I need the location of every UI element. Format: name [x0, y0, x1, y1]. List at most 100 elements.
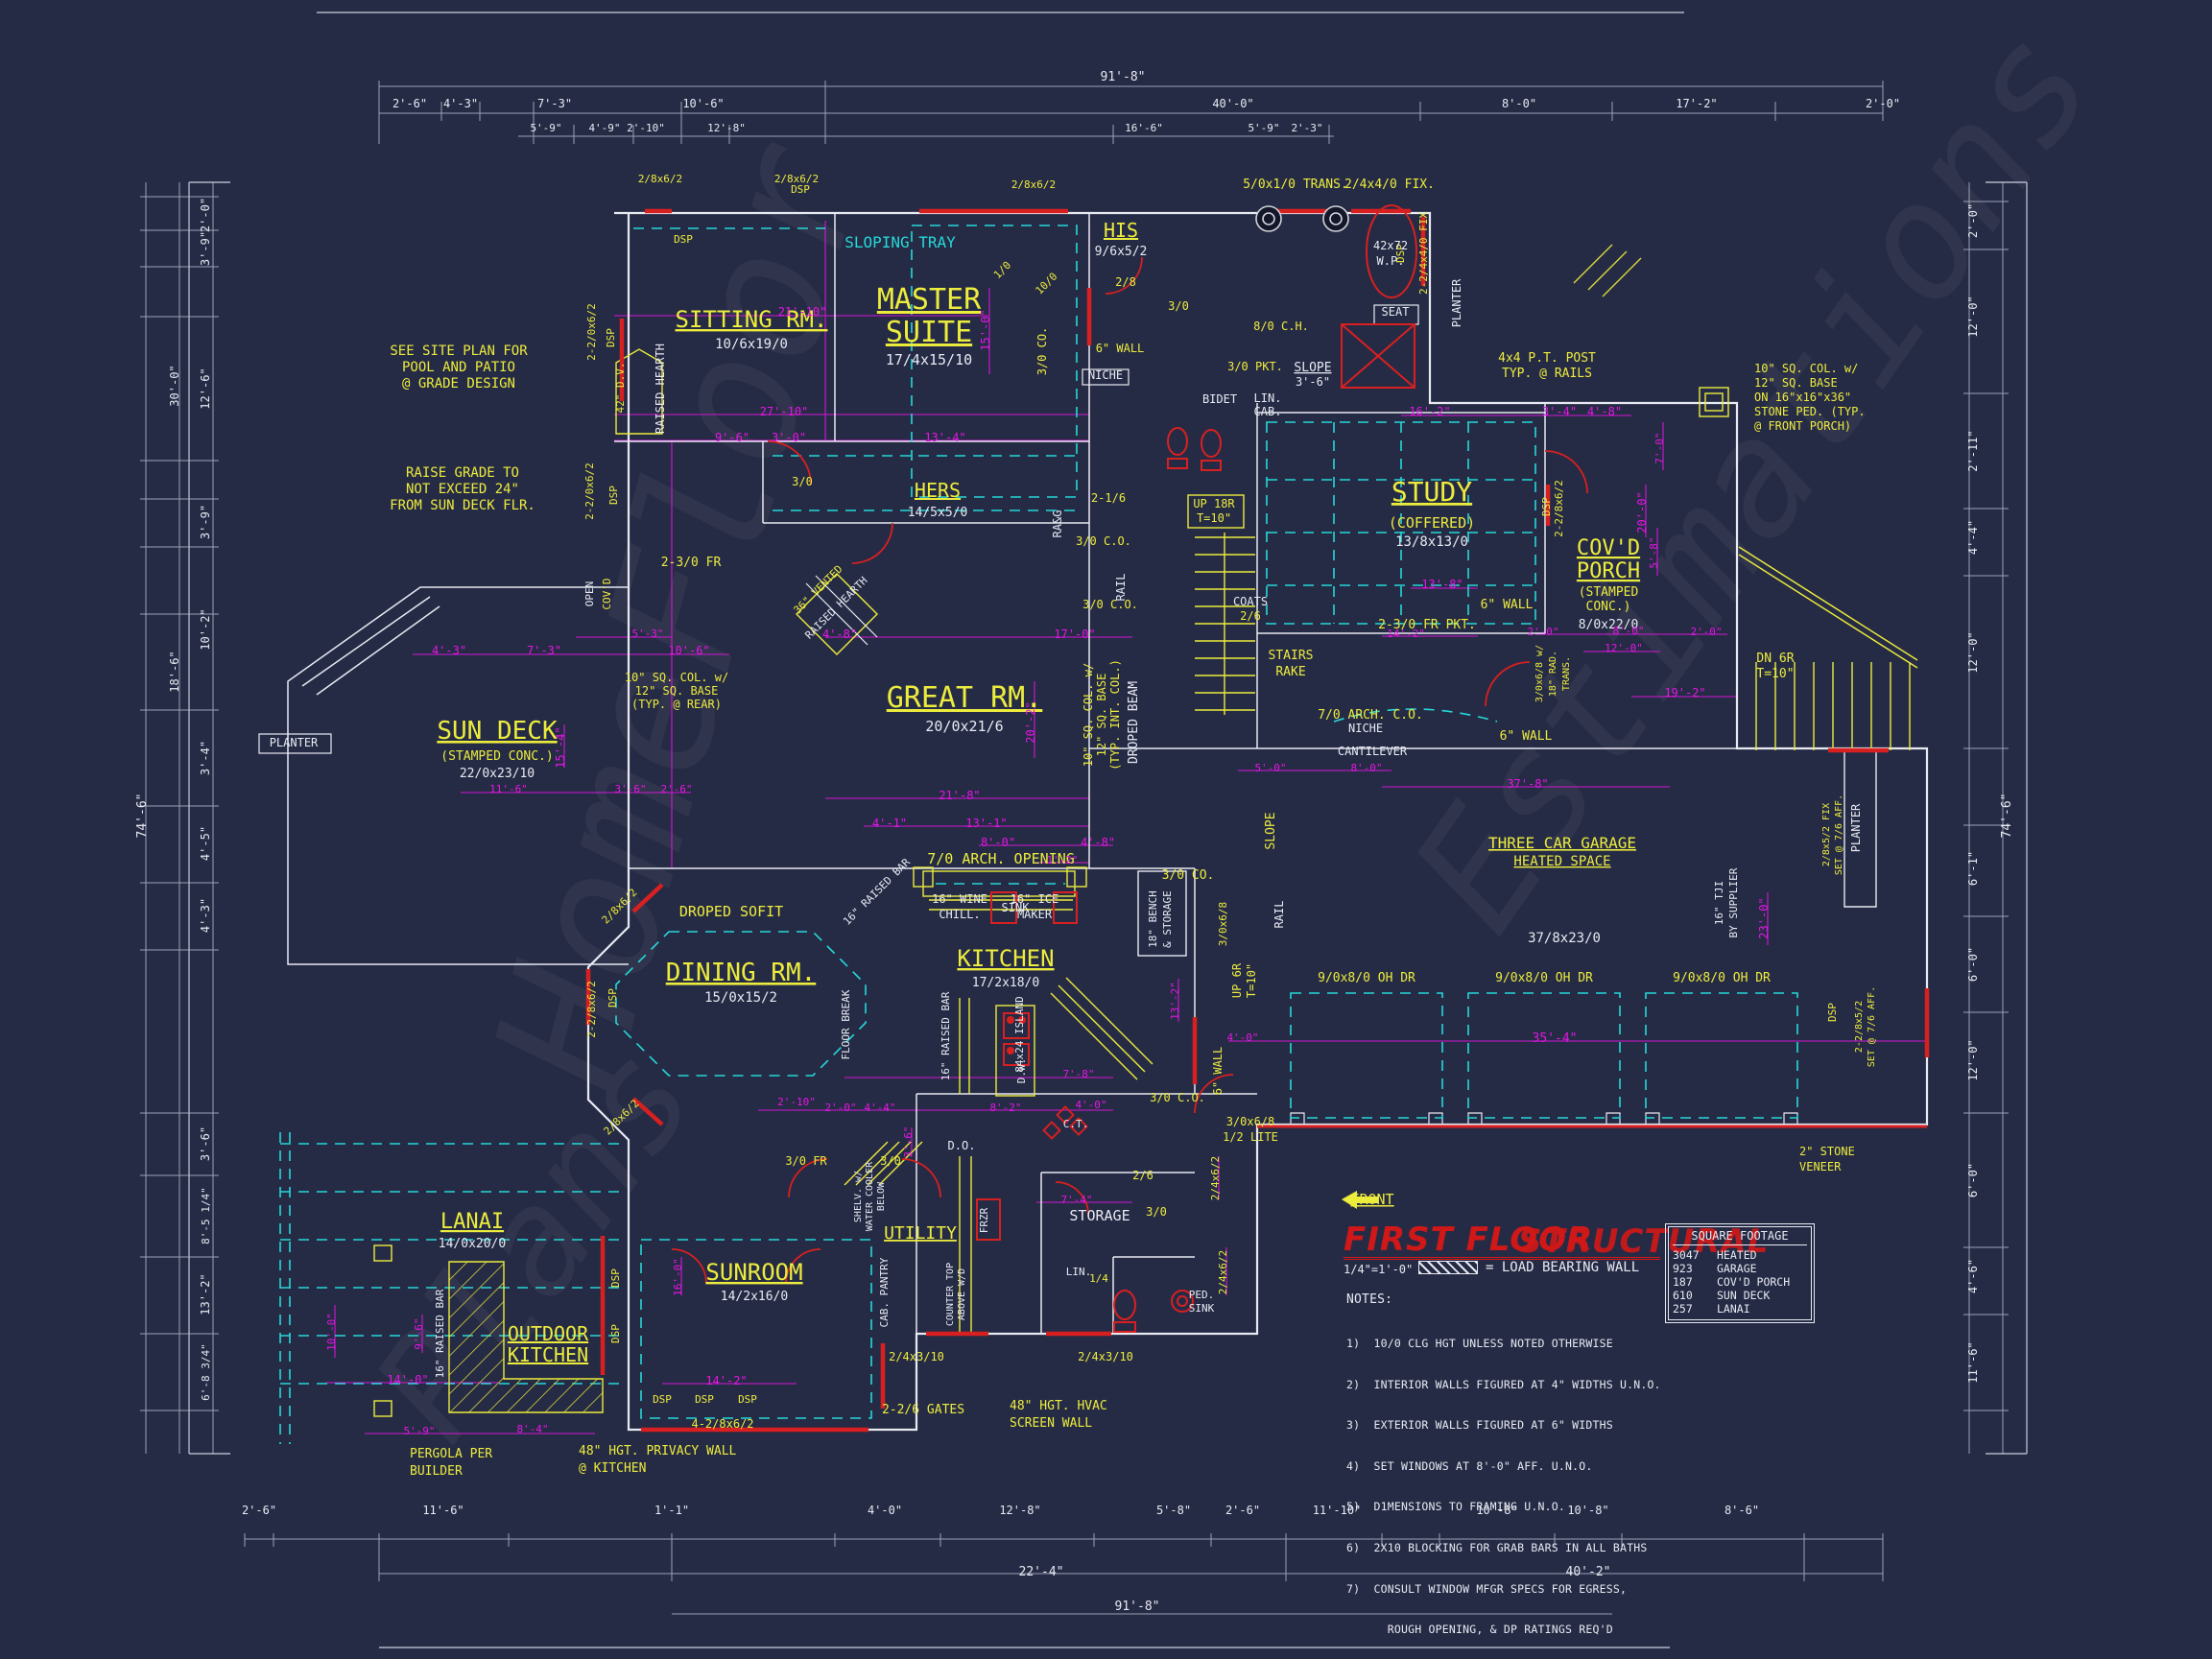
- plan-label: 2-2/8x6/2: [1553, 480, 1565, 537]
- plan-label: SEAT: [1382, 305, 1410, 319]
- plan-label: 2-2/4x4/0 FIX: [1417, 212, 1430, 295]
- plan-label: 13'-2": [199, 1273, 212, 1315]
- plan-label: 10'-2": [199, 608, 212, 650]
- plan-label: 7'-4": [1060, 1194, 1092, 1206]
- plan-label: COATS: [1233, 595, 1268, 608]
- plan-label: 2'-10": [777, 1096, 816, 1108]
- note-line: 3) EXTERIOR WALLS FIGURED AT 6" WIDTHS: [1346, 1418, 1613, 1433]
- plan-label: 6'-8 3/4": [200, 1343, 212, 1401]
- plan-label: 11'-10": [1313, 1504, 1362, 1517]
- white-fixtures: [805, 205, 1349, 646]
- plan-label: 48" HGT. HVAC: [1010, 1399, 1107, 1413]
- plan-label: 9'-6": [715, 431, 749, 444]
- plan-label: 16'-2": [1409, 405, 1450, 418]
- sqft-row: 923 GARAGE: [1673, 1262, 1807, 1275]
- plan-label: @ FRONT PORCH): [1754, 419, 1851, 433]
- sqft-value: 3047: [1673, 1248, 1700, 1262]
- sqft-value: 923: [1673, 1262, 1693, 1275]
- title-underline: [1344, 1257, 1660, 1260]
- plan-label: 91'-8": [1101, 70, 1146, 84]
- plan-label: BUILDER: [410, 1464, 463, 1479]
- plan-label: RAKE: [1275, 665, 1305, 679]
- dimension-rails: [140, 81, 2009, 1615]
- plan-label: 20'-2": [1024, 701, 1037, 743]
- plan-label: 2/6: [1132, 1169, 1154, 1182]
- plan-label: 91'-8": [1115, 1600, 1160, 1614]
- plan-label: 3/0x6/8: [1217, 902, 1229, 946]
- plan-label: 8'-0": [1502, 97, 1536, 110]
- plan-label: 10'-6": [668, 644, 709, 657]
- plan-label: (TYP. INT. COL.): [1108, 659, 1122, 770]
- plan-label: 12'-8": [999, 1504, 1040, 1517]
- plan-label: 8/0x22/0: [1579, 618, 1639, 632]
- title-block: FIRST FLOOR STRUCTURAL 1/4"=1'-0": [1344, 1221, 1768, 1276]
- plan-label: SINK: [1189, 1302, 1215, 1315]
- plan-label: 48" HGT. PRIVACY WALL: [579, 1444, 737, 1458]
- plan-label: MASTER: [877, 283, 982, 317]
- plan-label: 2" STONE: [1799, 1145, 1855, 1158]
- plan-label: 3/0: [1168, 299, 1189, 313]
- plan-label: 3'-4": [199, 741, 212, 775]
- load-bearing-legend: = LOAD BEARING WALL: [1418, 1260, 1639, 1275]
- plan-label: 2'-6": [1225, 1504, 1260, 1517]
- plan-label: 27'-10": [760, 405, 809, 418]
- plan-label: HERS: [915, 479, 961, 502]
- plan-label: 3/0 C.O.: [1082, 598, 1138, 611]
- plan-label: CANTILEVER: [1338, 745, 1408, 758]
- plan-label: 4-2/8x6/2: [691, 1417, 753, 1431]
- plan-label: 4'-8": [1587, 405, 1622, 418]
- sheet-border: [188, 12, 2028, 1648]
- plan-label: 2/8x6/2: [638, 173, 682, 185]
- plan-label: 4'-6": [1966, 1259, 1980, 1293]
- plan-label: 6'-0": [1966, 1163, 1980, 1197]
- plan-label: LANAI: [440, 1210, 504, 1234]
- plan-label: 13'-4": [924, 431, 965, 444]
- plan-label: CHILL.: [939, 908, 980, 921]
- plan-label: TYP. @ RAILS: [1502, 367, 1592, 381]
- plan-label: 2/4x3/10: [1078, 1350, 1133, 1363]
- plan-label: 3'-9": [199, 231, 212, 266]
- plan-label: 8'-0": [1612, 625, 1644, 637]
- plan-label: SCREEN WALL: [1010, 1416, 1092, 1431]
- plan-label: SLOPE: [1294, 361, 1331, 375]
- plan-label: 8'-5 1/4": [200, 1187, 212, 1244]
- plan-label: 13/8x13/0: [1395, 534, 1468, 550]
- plan-label: STAIRS: [1269, 649, 1314, 663]
- plan-label: RA&G: [1051, 510, 1064, 538]
- plan-label: UP 6R: [1230, 962, 1244, 998]
- notes-heading: NOTES:: [1346, 1292, 1393, 1308]
- plan-label: SLOPING TRAY: [844, 233, 956, 251]
- plan-label: 17'-0": [1054, 628, 1095, 641]
- hatch-swatch-icon: [1418, 1261, 1478, 1274]
- plan-label: PERGOLA PER: [410, 1447, 492, 1461]
- plan-label: 12'-0": [1605, 642, 1643, 654]
- plan-label: DSP: [609, 1324, 622, 1343]
- plan-label: 2-3/0 FR: [661, 556, 722, 570]
- plan-label: 21'-8": [939, 789, 980, 802]
- walls: [258, 211, 1929, 1432]
- sqft-value: 610: [1673, 1289, 1693, 1302]
- plan-label: DSP: [674, 233, 693, 246]
- plan-label: 14'-2": [1387, 628, 1425, 640]
- plan-label: 6" WALL: [1096, 342, 1145, 355]
- plan-label: SINK: [1002, 901, 1031, 914]
- plan-label: BIDET: [1202, 392, 1237, 406]
- sqft-value: 257: [1673, 1302, 1693, 1315]
- plan-label: 7'-3": [537, 97, 572, 110]
- plan-label: 4'-9": [588, 122, 620, 134]
- plan-label: 9'-6": [413, 1317, 425, 1349]
- plan-label: D.O.: [948, 1139, 976, 1152]
- plan-label: FLOOR BREAK: [840, 989, 852, 1059]
- plan-label: 11'-6": [1966, 1341, 1980, 1383]
- plan-label: 2'-0": [1527, 626, 1558, 638]
- plan-label: 37'-8": [1507, 777, 1548, 791]
- magenta-dimension-lines: [326, 221, 1927, 1434]
- plan-label: 2'-10": [627, 122, 665, 134]
- plan-label: PORCH: [1577, 559, 1640, 583]
- sheet-title-overlap: STRUCTURAL: [1518, 1222, 1770, 1261]
- plan-label: 5'-9": [530, 122, 561, 134]
- plan-label: (STAMPED: [1579, 585, 1639, 600]
- plan-label: 12'-0": [1966, 1039, 1980, 1080]
- plan-label: 4'-3": [432, 644, 466, 657]
